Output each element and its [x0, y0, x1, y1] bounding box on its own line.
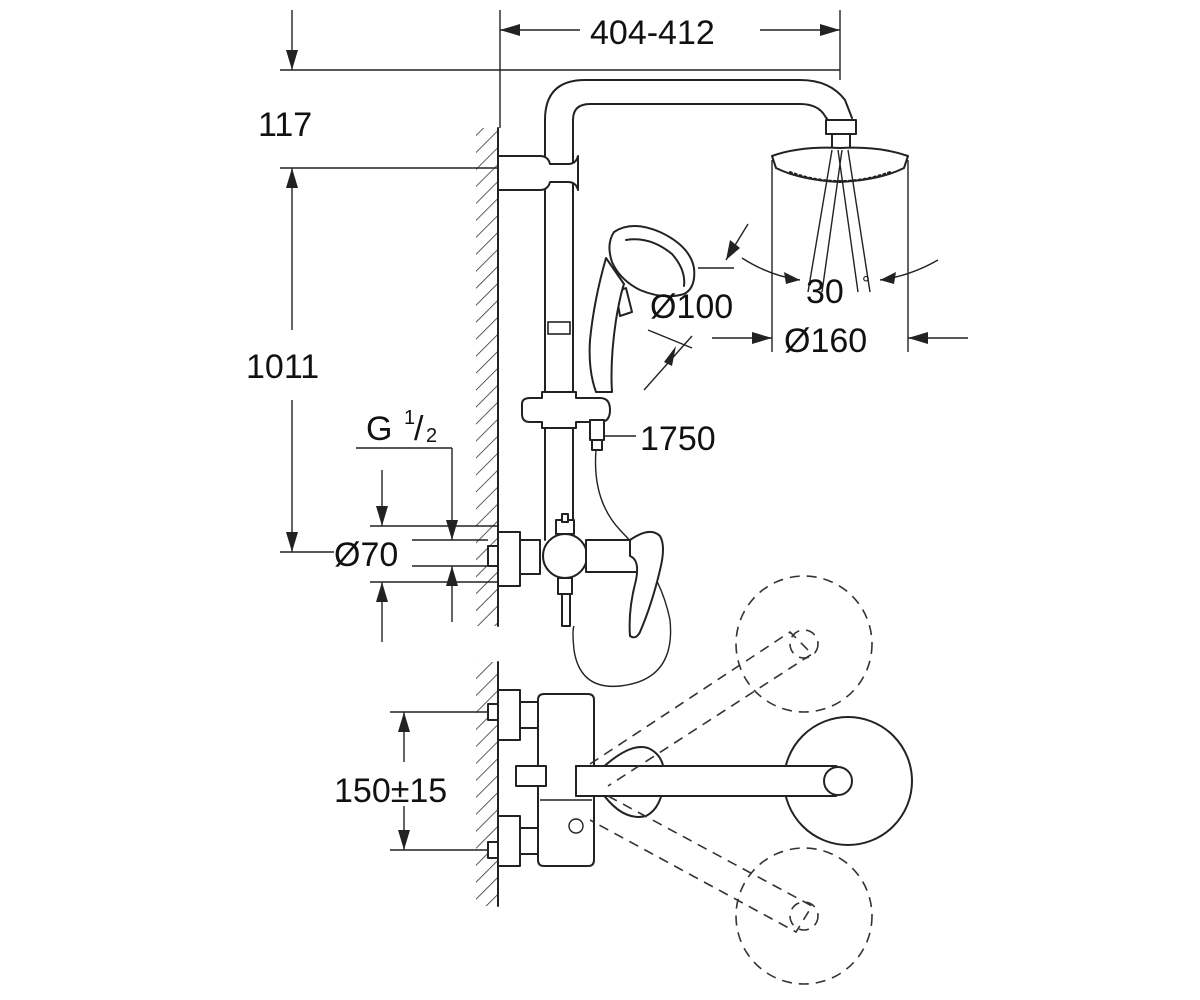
mixer-side — [487, 513, 664, 639]
shower-holder — [521, 391, 611, 451]
rosette-diameter-dimension — [370, 470, 498, 642]
connection-thread-denominator: 2 — [426, 425, 437, 447]
connection-thread-label: G — [366, 410, 392, 448]
head-shower — [771, 119, 909, 352]
arm-length-label: 404-412 — [590, 14, 715, 52]
centers-label: 150±15 — [334, 772, 447, 810]
slide-bar — [547, 321, 571, 335]
hand-shower-diameter-dimension — [643, 223, 749, 391]
spray-angle-degree: ° — [862, 273, 870, 295]
arm-length-dimension — [499, 10, 841, 128]
centers-dimension — [390, 711, 488, 851]
shower-hose — [572, 449, 672, 688]
spray-angle-value: 30 — [806, 273, 844, 311]
head-shower-diameter-dimension — [712, 332, 968, 344]
top-offset-dimension — [280, 10, 840, 169]
lever-alternate-positions — [589, 575, 873, 985]
height-dimension — [280, 168, 334, 553]
rosette-diameter-label: Ø70 — [334, 536, 398, 574]
connection-thread-slash: / — [414, 410, 424, 448]
height-label: 1011 — [246, 348, 319, 386]
connection-thread-dimension — [356, 447, 488, 622]
wall-lower — [476, 661, 499, 907]
connection-thread-numerator: 1 — [404, 407, 415, 429]
mixer-front — [487, 689, 913, 867]
wall-bracket — [497, 155, 579, 191]
hand-shower — [588, 225, 696, 393]
hand-shower-diameter-label: Ø100 — [650, 288, 733, 326]
head-shower-diameter-label: Ø160 — [784, 322, 867, 360]
spray-angle-arrows — [741, 257, 939, 284]
top-offset-label: 117 — [258, 106, 312, 144]
hose-length-label: 1750 — [640, 420, 716, 458]
riser-pipe — [544, 79, 853, 541]
